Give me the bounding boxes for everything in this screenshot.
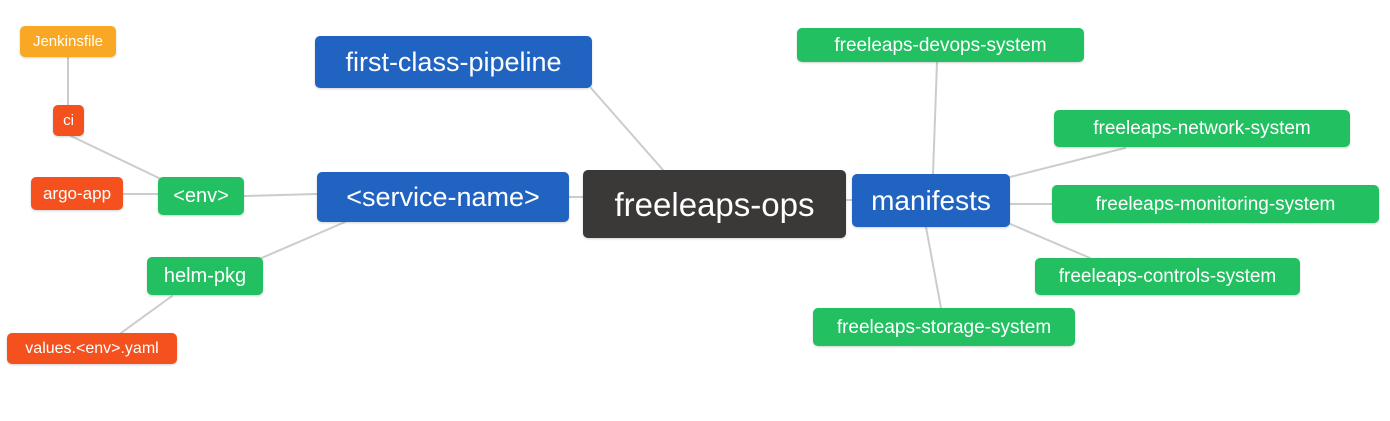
node-freeleaps-network-system[interactable]: freeleaps-network-system [1054, 110, 1350, 147]
node-freeleaps-ops-root[interactable]: freeleaps-ops [583, 170, 846, 238]
node-argo-app[interactable]: argo-app [31, 177, 123, 210]
node-service-name[interactable]: <service-name> [317, 172, 569, 222]
edge-manifests-to-freeleaps-network-system [1005, 147, 1126, 179]
node-freeleaps-controls-system[interactable]: freeleaps-controls-system [1035, 258, 1300, 295]
edge-first-class-pipeline-to-freeleaps-ops [590, 87, 664, 171]
edge-helm-pkg-to-values-env-yaml [120, 295, 173, 334]
edge-env-to-service-name [243, 193, 318, 197]
edge-service-name-to-helm-pkg [256, 221, 346, 261]
edge-manifests-to-freeleaps-devops-system [932, 61, 938, 175]
node-freeleaps-monitoring-system[interactable]: freeleaps-monitoring-system [1052, 185, 1379, 223]
node-manifests[interactable]: manifests [852, 174, 1010, 227]
node-first-class-pipeline[interactable]: first-class-pipeline [315, 36, 592, 88]
edge-manifests-to-freeleaps-storage-system [925, 226, 942, 309]
node-env[interactable]: <env> [158, 177, 244, 215]
node-freeleaps-storage-system[interactable]: freeleaps-storage-system [813, 308, 1075, 346]
node-freeleaps-devops-system[interactable]: freeleaps-devops-system [797, 28, 1084, 62]
node-jenkinsfile[interactable]: Jenkinsfile [20, 26, 116, 57]
node-helm-pkg[interactable]: helm-pkg [147, 257, 263, 295]
edge-manifests-to-freeleaps-controls-system [1007, 222, 1091, 259]
node-ci[interactable]: ci [53, 105, 84, 136]
edge-ci-to-env [70, 135, 164, 181]
node-values-env-yaml[interactable]: values.<env>.yaml [7, 333, 177, 364]
